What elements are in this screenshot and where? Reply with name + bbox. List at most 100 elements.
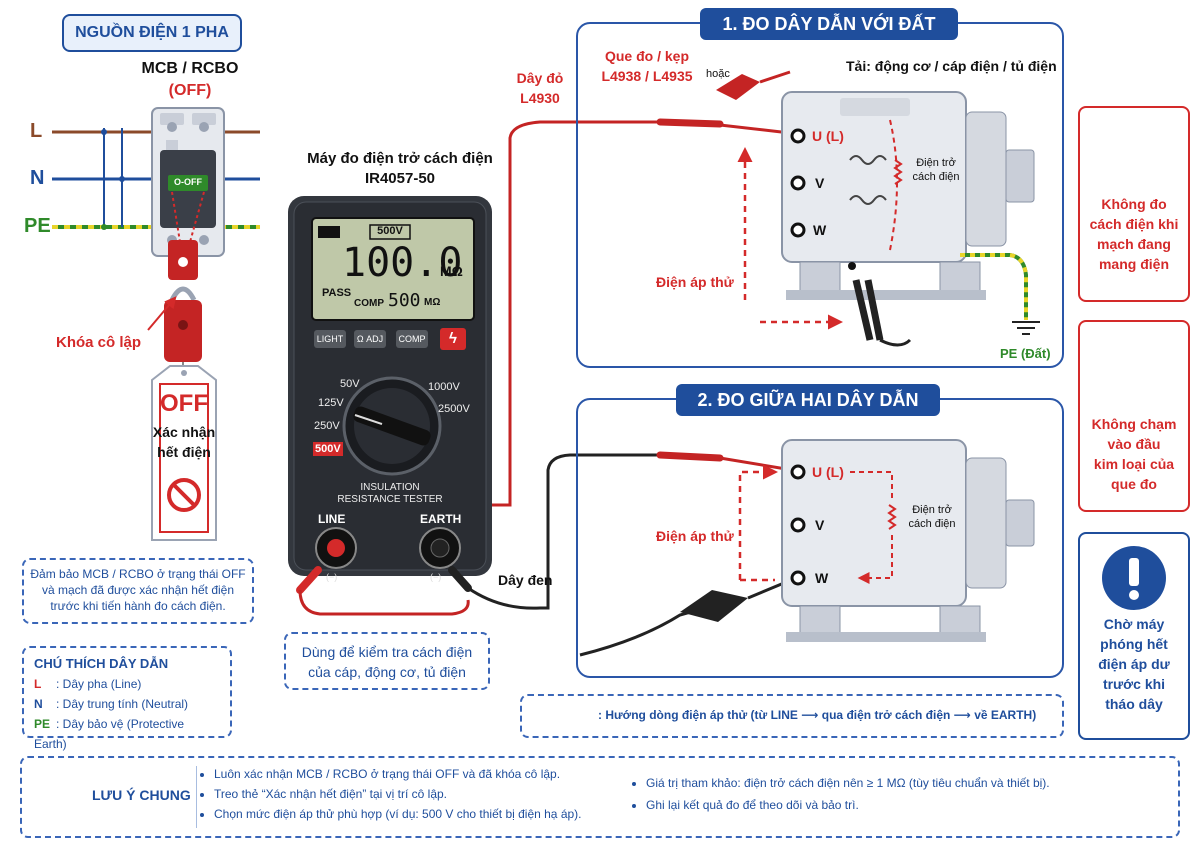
- breaker-state: (OFF): [168, 82, 212, 99]
- dial-250v: 250V: [314, 420, 340, 432]
- button-ohm-adj[interactable]: Ω ADJ: [356, 334, 384, 344]
- jack-earth-minus: (−): [430, 572, 442, 582]
- warning-2-line-2: vào đầu: [1107, 436, 1161, 452]
- dial-500v-highlight: [313, 442, 343, 456]
- button-comp[interactable]: COMP: [398, 334, 426, 344]
- probe-label-1: Que đo / kẹp: [604, 48, 689, 64]
- meter-name-2: RESISTANCE TESTER: [337, 494, 443, 505]
- general-list-right: Giá trị tham khảo: điện trở cách điện nê…: [628, 772, 1050, 816]
- button-comp-shape: [396, 330, 428, 348]
- general-item-4: Giá trị tham khảo: điện trở cách điện nê…: [646, 772, 1050, 794]
- tag-confirm-2: hết điện: [157, 444, 211, 460]
- warning-live-circuit: Không đo cách điện khi mạch đang mang đi…: [1078, 106, 1190, 302]
- lcd-comp-value: 500: [388, 290, 421, 311]
- general-item-1: Luôn xác nhận MCB / RCBO ở trạng thái OF…: [214, 764, 582, 784]
- lcd-range: 500V: [377, 225, 403, 237]
- warning-3-line-1: Chờ máy: [1103, 616, 1165, 632]
- panel2-current-path: [850, 471, 893, 578]
- jack-line-label: LINE: [318, 512, 346, 526]
- button-test-shape: [440, 328, 466, 350]
- flow-note-box: [520, 694, 1064, 738]
- panel1-v-label: V: [815, 175, 825, 191]
- button-light[interactable]: LIGHT: [316, 334, 344, 344]
- warning-2-line-1: Không chạm: [1091, 416, 1177, 432]
- general-divider: [196, 766, 197, 828]
- button-test[interactable]: ϟ: [449, 330, 457, 347]
- panel2: [576, 398, 1064, 678]
- mcb-breaker: [151, 107, 225, 257]
- meter-buttons: [314, 328, 466, 350]
- ground-symbol-icon: [1012, 321, 1040, 335]
- warning-2-line-3: kim loại của: [1093, 456, 1175, 472]
- panel2-u-label: U (L): [812, 464, 844, 480]
- warning-discharge: Chờ máy phóng hết điện áp dư trước khi t…: [1078, 532, 1190, 740]
- general-notes-box: [20, 756, 1180, 838]
- tag-confirm-1: Xác nhận: [152, 424, 216, 440]
- red-wire-label-2: L4930: [520, 90, 560, 106]
- panel1-current-path: [889, 119, 898, 251]
- meter-note-box: Dùng để kiểm tra cách điện của cáp, động…: [284, 632, 490, 690]
- panel1-load-label: Tải: động cơ / cáp điện / tủ điện: [846, 58, 1057, 74]
- lcd-pass: PASS: [322, 287, 352, 299]
- red-lead-main: [492, 120, 660, 507]
- lockout-tag: [151, 365, 217, 541]
- breaker-switch-label: O-OFF: [174, 177, 202, 187]
- warning-3-line-3: điện áp dư: [1098, 656, 1170, 672]
- lcd-reading: 100.0: [342, 240, 463, 286]
- red-probe-2-grip: [656, 451, 724, 462]
- warning-3-line-5: tháo dây: [1105, 696, 1163, 712]
- meter-title-2: IR4057-50: [364, 170, 436, 187]
- black-probe-2: [680, 590, 748, 622]
- panel2-arrow-loop: [738, 464, 778, 580]
- line-n-label: N: [30, 167, 45, 189]
- dial-125v: 125V: [318, 397, 344, 409]
- legend-box: CHÚ THÍCH DÂY DẪN L: Dây pha (Line) N: D…: [22, 646, 232, 751]
- info-exclamation-icon: [1102, 546, 1166, 610]
- button-light-shape: [314, 330, 346, 348]
- probe-label-2: L4938 / L4935: [601, 68, 693, 84]
- lcd-reading-unit: MΩ: [440, 263, 463, 279]
- warning-1-line-2: cách điện khi: [1089, 216, 1179, 232]
- legend-item-n: N: Dây trung tính (Neutral): [34, 697, 189, 711]
- range-dial: [313, 376, 442, 476]
- note-off-line-2: và mạch đã được xác nhận hết điện: [41, 583, 235, 597]
- panel1-u-label: U (L): [812, 128, 844, 144]
- warning-probe-metal: Không chạm vào đầu kim loại của que đo: [1078, 320, 1190, 512]
- breaker-label: MCB / RCBO: [141, 60, 239, 77]
- panel2-motor: [781, 439, 1035, 642]
- jack-earth-label: EARTH: [420, 512, 462, 526]
- dial-50v: 50V: [340, 378, 360, 390]
- panel2-res-2: cách điện: [908, 518, 956, 530]
- line-pe-label: PE: [24, 215, 51, 237]
- flow-note-text: : Hướng dòng điện áp thử (từ LINE ⟶ qua …: [598, 708, 1037, 722]
- panel2-title: 2. ĐO GIỮA HAI DÂY DẪN: [676, 384, 940, 416]
- black-lead-2: [579, 596, 741, 657]
- panel1-title: 1. ĐO DÂY DẪN VỚI ĐẤT: [700, 8, 958, 40]
- lcd-comp-unit: MΩ: [424, 297, 441, 308]
- note-off-line-1: Đảm bảo MCB / RCBO ở trạng thái OFF: [30, 567, 246, 581]
- probe-or-label: hoặc: [706, 68, 730, 80]
- panel1-test-voltage: Điện áp thử: [656, 274, 734, 290]
- black-lead-main: [467, 453, 660, 610]
- note-off-line-3: trước khi tiến hành đo cách điện.: [50, 599, 226, 613]
- red-probe-2-tip: [719, 456, 793, 472]
- red-probe-grip: [656, 118, 724, 128]
- meter-name-1: INSULATION: [360, 482, 420, 493]
- general-item-2: Treo thẻ “Xác nhận hết điện” tại vị trí …: [214, 784, 582, 804]
- line-l-label: L: [30, 120, 43, 142]
- general-item-5: Ghi lại kết quả đo để theo dõi và bảo tr…: [646, 794, 1050, 816]
- dial-500v[interactable]: 500V: [315, 443, 341, 455]
- panel2-test-voltage: Điện áp thử: [656, 528, 734, 544]
- red-alligator-clip: [716, 74, 760, 100]
- panel2-res-1: Điện trở: [912, 504, 952, 516]
- general-title: LƯU Ý CHUNG: [92, 787, 191, 803]
- red-probe-tip: [719, 123, 791, 135]
- warning-3-line-4: trước khi: [1102, 676, 1166, 692]
- source-title: NGUỒN ĐIỆN 1 PHA: [62, 14, 242, 52]
- dial-1000v: 1000V: [428, 381, 460, 393]
- panel1-pe-label: PE (Đất): [1000, 346, 1051, 361]
- panel1-res-1: Điện trở: [916, 157, 956, 169]
- lcd-comp-label: COMP: [354, 298, 384, 309]
- warning-1-line-3: mạch đang: [1097, 236, 1171, 252]
